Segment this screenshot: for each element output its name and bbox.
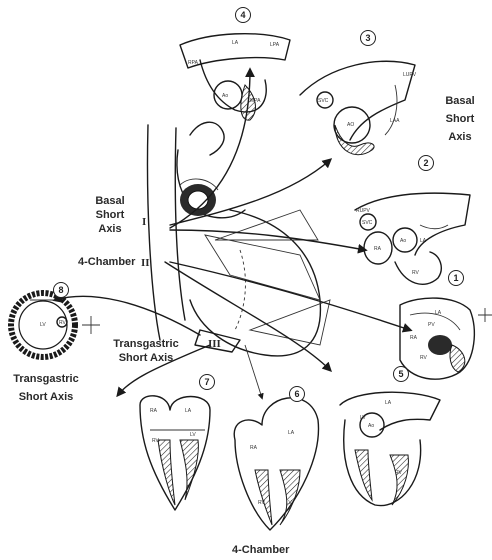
view-number-8: 8 <box>53 282 69 298</box>
v3-svc: SVC <box>318 98 328 104</box>
view-5-sketch <box>340 392 440 505</box>
four-chamber-label-bottom: 4-Chamber <box>232 543 289 557</box>
v4-mpa: MPA <box>250 98 260 104</box>
v2-ra: RA <box>374 246 381 252</box>
basal-left-line2: Short <box>88 208 132 222</box>
v5-rv: RV <box>395 470 402 476</box>
v7-lv: LV <box>190 432 196 438</box>
transgastric-left-line1: Transgastric <box>2 372 90 386</box>
basal-right-line2: Short <box>438 112 482 126</box>
plane-numeral-III: III <box>208 337 221 351</box>
v8-rv: RV <box>59 320 66 326</box>
view-number-1: 1 <box>448 270 464 286</box>
transgastric-left-line2: Short Axis <box>2 390 90 404</box>
basal-short-axis-label-right: Basal Short Axis <box>438 94 482 144</box>
basal-short-axis-label-left: Basal Short Axis <box>88 194 132 236</box>
v4-rpa: RPA <box>188 60 198 66</box>
v2-rv: RV <box>412 270 419 276</box>
v1-pv: PV <box>428 322 435 328</box>
four-chamber-label-left: 4-Chamber <box>78 255 135 269</box>
transgastric-label-center: Transgastric Short Axis <box>96 337 196 365</box>
v3-laa: LAA <box>390 118 399 124</box>
v3-lupv: LUPV <box>403 72 416 78</box>
v1-ra: RA <box>410 335 417 341</box>
v6-la: LA <box>288 430 294 436</box>
v2-rupv: RUPV <box>356 208 370 214</box>
basal-right-line1: Basal <box>438 94 482 108</box>
v6-rv: RV <box>258 500 265 506</box>
v5-ao: Ao <box>368 423 374 429</box>
v4-ao: Ao <box>222 93 228 99</box>
view-6-sketch <box>234 398 318 530</box>
basal-left-line1: Basal <box>88 194 132 208</box>
v4-lpa: LPA <box>270 42 279 48</box>
view-3-sketch <box>300 61 415 154</box>
v1-la: LA <box>435 310 441 316</box>
v5-lv: LV <box>360 415 366 421</box>
transgastric-label-left: Transgastric Short Axis <box>2 372 90 404</box>
basal-right-line3: Axis <box>438 130 482 144</box>
v1-rv: RV <box>420 355 427 361</box>
view-number-6: 6 <box>289 386 305 402</box>
view-number-3: 3 <box>360 30 376 46</box>
v7-la: LA <box>185 408 191 414</box>
v2-ao: Ao <box>400 238 406 244</box>
basal-left-line3: Axis <box>88 222 132 236</box>
transgastric-center-line2: Short Axis <box>96 351 196 365</box>
v2-la: LA <box>420 238 426 244</box>
view-8-sketch <box>11 293 100 357</box>
v2-svc: SVC <box>362 220 372 226</box>
view-number-2: 2 <box>418 155 434 171</box>
v5-la: LA <box>385 400 391 406</box>
v4-la: LA <box>232 40 238 46</box>
v7-ra: RA <box>150 408 157 414</box>
v8-lv: LV <box>40 322 46 328</box>
plane-numeral-I: I <box>142 215 146 229</box>
v3-ao: AO <box>347 122 354 128</box>
v6-lv: LV <box>286 500 292 506</box>
transgastric-center-line1: Transgastric <box>96 337 196 351</box>
view-number-7: 7 <box>199 374 215 390</box>
view-number-4: 4 <box>235 7 251 23</box>
plane-numeral-II: II <box>141 256 150 270</box>
v7-rv: RV <box>152 438 159 444</box>
view-number-5: 5 <box>393 366 409 382</box>
v6-ra: RA <box>250 445 257 451</box>
